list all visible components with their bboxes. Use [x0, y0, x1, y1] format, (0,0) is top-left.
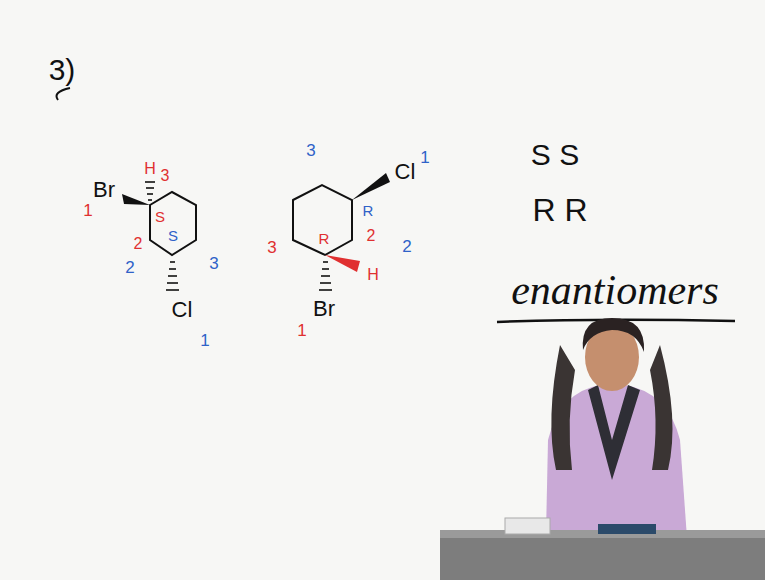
- chirality-label: R: [363, 203, 374, 218]
- atom-label: Br: [313, 298, 335, 320]
- hashed-bond: [319, 262, 332, 290]
- priority-number: 2: [402, 238, 411, 255]
- hashed-bond: [166, 262, 179, 290]
- cyclohexane-ring: [293, 185, 352, 255]
- priority-number: 3: [306, 142, 315, 159]
- priority-number: 3: [267, 239, 276, 256]
- priority-number: 2: [134, 236, 143, 252]
- atom-label: H: [144, 161, 156, 177]
- configuration-summary: R R: [532, 194, 587, 226]
- configuration-summary: S S: [531, 140, 579, 170]
- conclusion-term: enantiomers: [511, 269, 719, 311]
- handwriting-stroke: [57, 88, 71, 100]
- priority-number: 2: [125, 259, 134, 276]
- priority-number: 1: [297, 322, 306, 339]
- priority-number: 2: [367, 228, 376, 244]
- atom-label: Cl: [395, 161, 416, 183]
- chirality-label: S: [155, 209, 165, 224]
- wedge-bond: [122, 194, 150, 205]
- atom-label: Cl: [172, 299, 193, 321]
- wedge-bond: [352, 173, 390, 200]
- presenter-figure: [440, 318, 765, 580]
- cyclohexane-ring: [150, 192, 196, 255]
- chirality-label: R: [319, 231, 330, 246]
- priority-number: 3: [161, 168, 170, 184]
- chirality-label: S: [168, 228, 178, 243]
- priority-number: 1: [200, 332, 209, 349]
- priority-number: 1: [83, 202, 92, 219]
- atom-label: H: [367, 267, 379, 283]
- priority-number: 1: [420, 149, 429, 166]
- hashed-bond: [145, 182, 155, 200]
- atom-label: Br: [93, 179, 115, 201]
- wedge-bond: [325, 255, 360, 272]
- question-number: 3): [49, 55, 76, 85]
- priority-number: 3: [209, 255, 218, 272]
